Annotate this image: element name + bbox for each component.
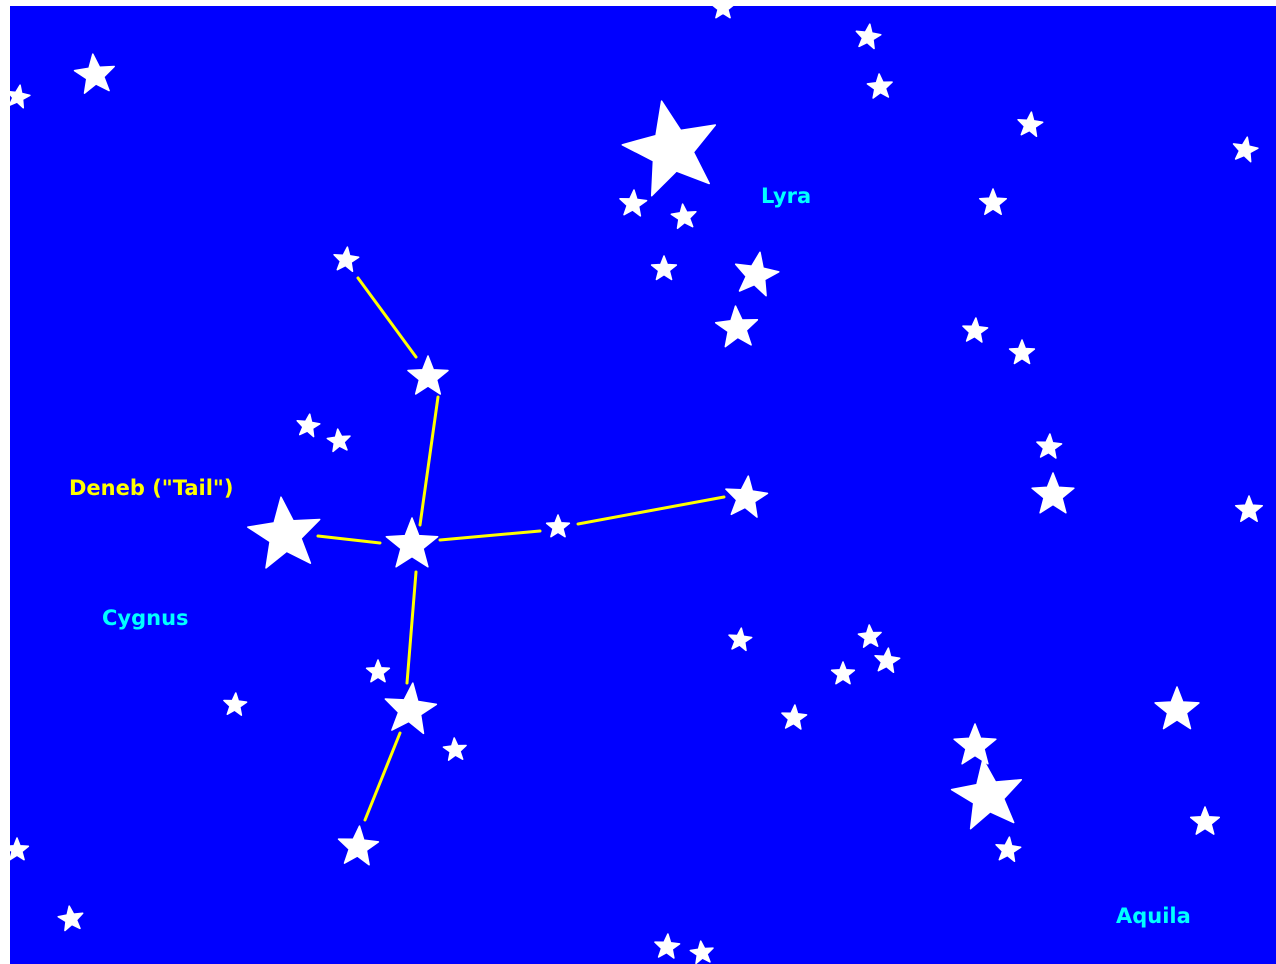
star-34 — [385, 683, 436, 733]
star-42 — [6, 838, 29, 860]
star-36 — [782, 705, 807, 729]
star-32 — [367, 660, 390, 682]
star-29 — [858, 625, 881, 647]
star-16 — [963, 318, 988, 342]
star-5 — [867, 74, 892, 98]
star-23 — [726, 476, 768, 517]
star-35 — [1155, 687, 1199, 729]
star-18 — [408, 356, 448, 394]
star-25 — [547, 515, 570, 537]
star-4 — [7, 85, 30, 108]
aquila-label: Aquila — [1116, 904, 1191, 928]
lyra-label: Lyra — [761, 184, 811, 208]
star-22 — [1032, 473, 1074, 513]
star-45 — [655, 934, 680, 958]
star-19 — [297, 414, 320, 437]
star-20 — [327, 429, 350, 451]
star-15 — [716, 306, 758, 347]
star-12 — [334, 247, 359, 271]
cygnus-line-neck-upper — [420, 397, 438, 525]
star-43 — [996, 837, 1021, 861]
star-9 — [620, 190, 647, 216]
deneb-label: Deneb ("Tail") — [69, 476, 233, 500]
star-31 — [832, 662, 855, 684]
star-38 — [954, 724, 996, 764]
star-37 — [443, 738, 466, 760]
star-33 — [224, 693, 247, 715]
star-1 — [712, 0, 735, 18]
cygnus-line-wing-lower — [365, 733, 400, 820]
star-3 — [75, 54, 115, 93]
star-44 — [58, 906, 82, 930]
cygnus-constellation-lines — [318, 278, 724, 820]
star-26 — [248, 497, 320, 568]
star-14 — [736, 252, 779, 295]
star-21 — [1037, 434, 1062, 458]
star-41 — [339, 826, 379, 865]
cygnus-line-neck-lower — [407, 572, 416, 683]
star-10 — [671, 204, 696, 228]
star-40 — [1191, 807, 1220, 834]
star-2 — [856, 24, 881, 48]
star-7 — [1018, 112, 1043, 136]
cygnus-line-body-east-1 — [440, 531, 540, 540]
star-46 — [690, 941, 713, 963]
star-11 — [980, 189, 1007, 214]
star-6 — [622, 101, 715, 196]
star-17 — [1010, 340, 1035, 364]
star-27 — [386, 518, 437, 567]
star-13 — [652, 256, 677, 280]
star-28 — [729, 628, 752, 650]
cygnus-line-deneb — [318, 536, 380, 543]
cygnus-label: Cygnus — [102, 606, 189, 630]
star-30 — [875, 648, 900, 672]
star-39 — [952, 759, 1022, 828]
star-8 — [1234, 137, 1258, 162]
cygnus-line-wing-upper — [358, 278, 416, 357]
star-24 — [1236, 496, 1263, 521]
cygnus-line-body-east-2 — [578, 497, 724, 524]
